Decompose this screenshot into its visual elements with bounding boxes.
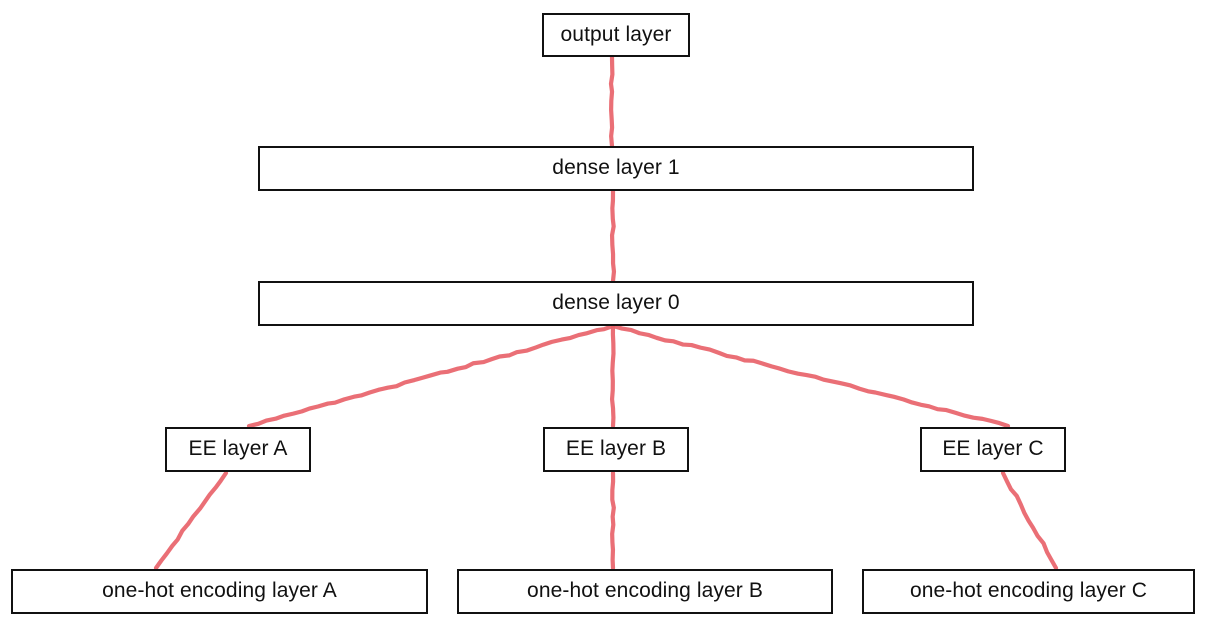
edge-dense0-to-dense1 (609, 188, 617, 284)
node-dense-layer-1[interactable]: dense layer 1 (258, 146, 974, 191)
node-label-one-hot-encoding-layer-b: one-hot encoding layer B (527, 579, 763, 602)
edge-eea-to-dense0 (246, 323, 616, 429)
node-label-ee-layer-b: EE layer B (565, 437, 667, 460)
edge-dense1-to-output (608, 54, 615, 149)
node-label-one-hot-encoding-layer-c: one-hot encoding layer C (909, 579, 1148, 602)
edge-onehotc-to-eec (1000, 470, 1059, 571)
node-label-ee-layer-c: EE layer C (942, 437, 1044, 460)
node-one-hot-encoding-layer-a[interactable]: one-hot encoding layer A (11, 569, 428, 614)
node-label-one-hot-encoding-layer-a: one-hot encoding layer A (102, 579, 337, 602)
edge-onehota-to-eea (153, 470, 229, 571)
node-label-dense-layer-1: dense layer 1 (552, 156, 680, 179)
node-label-output-layer: output layer (560, 22, 672, 46)
node-one-hot-encoding-layer-c[interactable]: one-hot encoding layer C (862, 569, 1195, 614)
node-one-hot-encoding-layer-b[interactable]: one-hot encoding layer B (457, 569, 833, 614)
node-label-dense-layer-0: dense layer 0 (552, 291, 680, 314)
node-ee-layer-a[interactable]: EE layer A (165, 427, 311, 472)
node-ee-layer-c[interactable]: EE layer C (920, 427, 1066, 472)
node-label-ee-layer-a: EE layer A (188, 437, 288, 460)
node-output-layer[interactable]: output layer (542, 13, 690, 57)
node-ee-layer-b[interactable]: EE layer B (543, 427, 689, 472)
edge-eec-to-dense0 (610, 323, 1011, 429)
edge-eeb-to-dense0 (609, 323, 616, 429)
node-dense-layer-0[interactable]: dense layer 0 (258, 281, 974, 326)
edge-onehotb-to-eeb (610, 470, 616, 571)
